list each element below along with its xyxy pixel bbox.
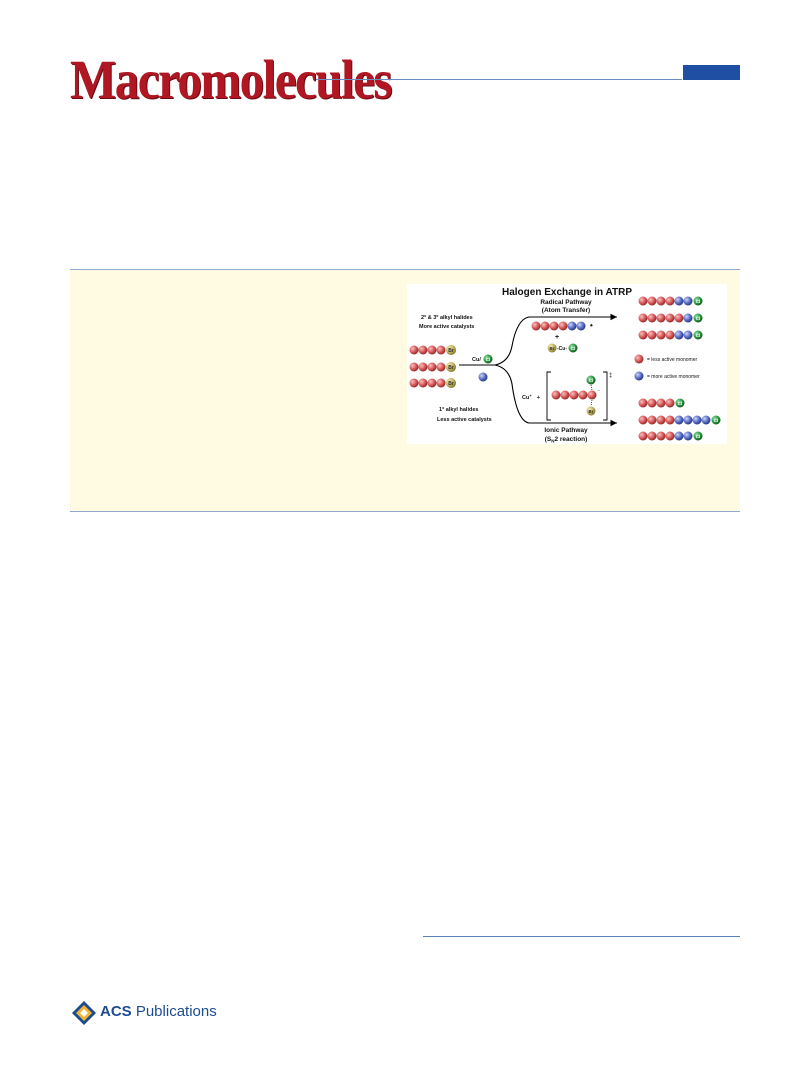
radical-product-2: Cl <box>638 313 703 323</box>
ionic-pathway-sublabel: (SN2 reaction) <box>545 436 588 444</box>
svg-text:Cl: Cl <box>714 418 719 423</box>
radical-chain <box>531 321 586 331</box>
legend-swatch-less-active <box>634 354 644 364</box>
ts-charge: - <box>598 388 600 394</box>
br-label: Br <box>588 409 593 414</box>
starting-chain-3: Br <box>409 378 456 388</box>
reaction-arrows <box>459 313 617 427</box>
svg-text:Cl: Cl <box>696 434 701 439</box>
footnote-rule <box>423 936 740 937</box>
radical-pathway-label: Radical Pathway <box>540 299 592 306</box>
upper-condition-line1: 2o & 3o alkyl halides <box>421 314 473 321</box>
toc-graphic-svg: Halogen Exchange in ATRP Br Br Br 2o & 3… <box>409 287 721 444</box>
cl-label: Cl <box>486 357 491 362</box>
acs-logo-icon <box>72 1001 96 1025</box>
ionic-product-2: Cl <box>638 415 721 425</box>
ts-bond-bottom <box>590 399 593 407</box>
lower-condition-line2: Less active catalysts <box>437 417 492 423</box>
legend-label-less-active: = less active monomer <box>647 357 697 363</box>
byproduct-complex: Br -Cu- Cl <box>547 343 578 353</box>
catalyst-chloride-ball <box>483 354 493 364</box>
cl-label: Cl <box>589 378 594 383</box>
svg-text:Cl: Cl <box>571 346 576 351</box>
catalyst-monomer-ball <box>478 372 488 382</box>
svg-text:Cl: Cl <box>678 401 683 406</box>
ionic-product-1: Cl <box>638 398 685 408</box>
ionic-reagent: Cu++ <box>522 393 540 401</box>
starting-chain-1: Br <box>409 345 456 355</box>
br-label: Br <box>448 348 454 354</box>
ts-chloride-ball <box>586 375 596 385</box>
ts-chain <box>551 390 597 400</box>
radical-product-1: Cl <box>638 296 703 306</box>
header-tab <box>683 65 740 80</box>
ionic-product-3: Cl <box>638 431 703 441</box>
radical-pathway-sublabel: (Atom Transfer) <box>542 307 590 314</box>
graphic-title: Halogen Exchange in ATRP <box>502 287 632 298</box>
radical-product-3: Cl <box>638 330 703 340</box>
catalyst-label: Cu/ <box>472 357 481 363</box>
header-rule <box>316 79 682 80</box>
svg-text:-Cu-: -Cu- <box>557 346 567 352</box>
ts-dagger: ‡ <box>609 373 612 379</box>
svg-text:Cl: Cl <box>696 316 701 321</box>
br-label: Br <box>448 365 454 371</box>
svg-text:Cl: Cl <box>696 299 701 304</box>
radical-dot: • <box>590 321 593 330</box>
br-label: Br <box>448 381 454 387</box>
svg-text:Br: Br <box>549 346 554 351</box>
svg-text:Cl: Cl <box>696 333 701 338</box>
ionic-pathway-label: Ionic Pathway <box>544 427 588 434</box>
legend: = less active monomer = more active mono… <box>634 354 700 381</box>
toc-graphic: Halogen Exchange in ATRP Br Br Br 2o & 3… <box>407 284 727 444</box>
ts-bracket-left <box>546 371 551 421</box>
legend-label-more-active: = more active monomer <box>647 374 700 380</box>
radical-plus: + <box>555 334 559 341</box>
lower-condition-line1: 1o alkyl halides <box>439 406 478 413</box>
starting-chain-2: Br <box>409 362 456 372</box>
upper-condition-line2: More active catalysts <box>419 324 474 330</box>
publisher-name: ACS Publications <box>100 1003 217 1020</box>
legend-swatch-more-active <box>634 371 644 381</box>
ts-bromide-ball <box>586 406 596 416</box>
ts-bracket-right <box>603 371 608 421</box>
ts-bond-top <box>590 384 593 391</box>
